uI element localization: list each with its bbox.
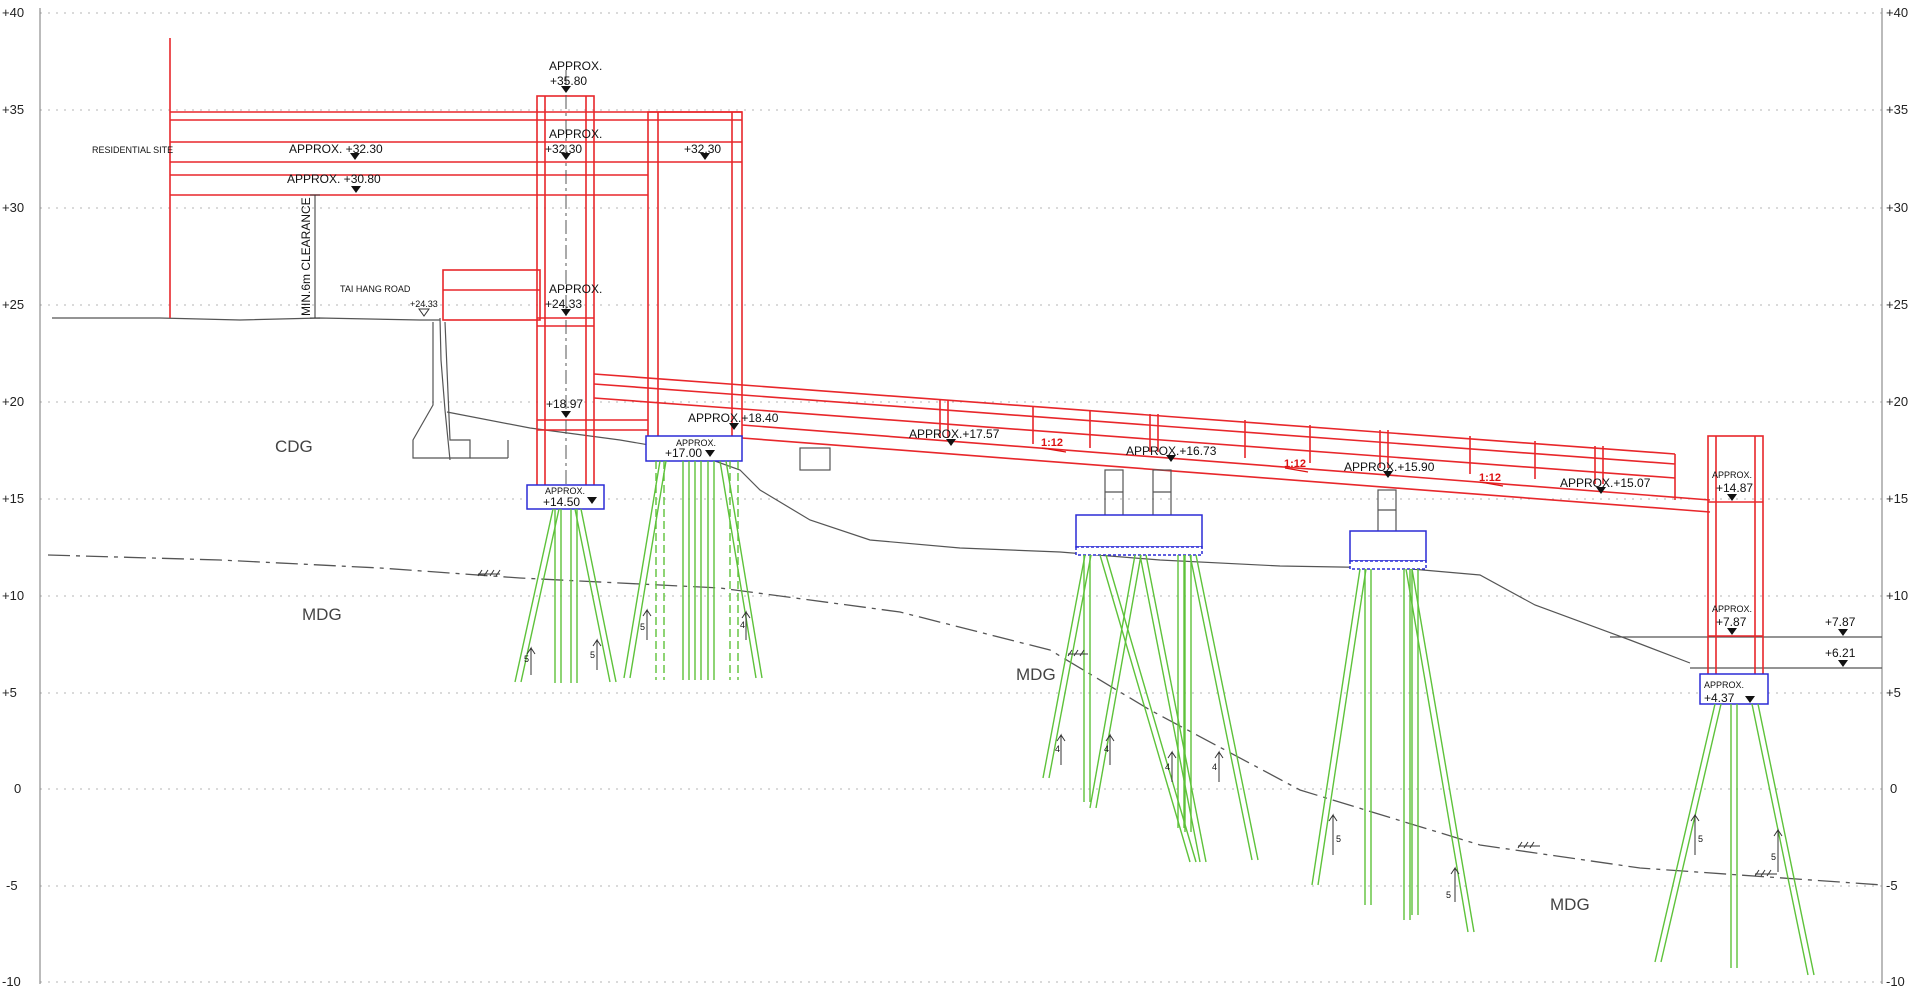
pile-caps bbox=[526, 435, 1769, 705]
pile-mark-label: 5 bbox=[640, 622, 645, 632]
pile-mark-label: 5 bbox=[1771, 852, 1776, 862]
level-label: +18.97 bbox=[546, 397, 583, 411]
y-tick-right: +40 bbox=[1886, 5, 1908, 20]
clearance-label: MIN.6m CLEARANCE bbox=[299, 197, 313, 316]
retaining-wall bbox=[412, 321, 831, 471]
level-label: APPROX. +32.30 bbox=[289, 142, 383, 156]
pile-marks bbox=[526, 608, 1783, 902]
mdg-label-right: MDG bbox=[1550, 895, 1590, 914]
level-label: APPROX.+15.90 bbox=[1344, 460, 1435, 474]
level-label: APPROX.+18.40 bbox=[688, 411, 779, 425]
y-tick-left: +10 bbox=[2, 588, 24, 603]
y-tick-left: -10 bbox=[2, 974, 21, 989]
level-label: APPROX. +30.80 bbox=[287, 172, 381, 186]
y-tick-left: +40 bbox=[2, 5, 24, 20]
y-tick-right: +15 bbox=[1886, 491, 1908, 506]
slope-label: 1:12 bbox=[1479, 472, 1501, 484]
mdg-label-mid: MDG bbox=[1016, 665, 1056, 684]
y-tick-left: -5 bbox=[6, 878, 18, 893]
annotations: RESIDENTIAL SITE TAI HANG ROAD CDG MDG M… bbox=[92, 59, 1856, 914]
mdg-label-left: MDG bbox=[302, 605, 342, 624]
residential-site-label: RESIDENTIAL SITE bbox=[92, 145, 173, 155]
y-tick-left: +15 bbox=[2, 491, 24, 506]
level-markers bbox=[350, 86, 1848, 703]
slope-label: 1:12 bbox=[1284, 458, 1306, 470]
pile-mark-label: 5 bbox=[1336, 834, 1341, 844]
pile-mark-label: 5 bbox=[1698, 834, 1703, 844]
y-tick-left: +20 bbox=[2, 394, 24, 409]
pile-mark-labels: 5 5 5 4 4 4 4 4 5 5 5 5 bbox=[524, 620, 1776, 900]
level-label: +7.87 bbox=[1716, 615, 1747, 629]
level-label: APPROX. bbox=[545, 486, 585, 496]
rock-head-line bbox=[47, 554, 1883, 886]
level-label: +24.33 bbox=[545, 297, 582, 311]
y-tick-left: +30 bbox=[2, 200, 24, 215]
right-axis: +40 +35 +30 +25 +20 +15 +10 +5 0 -5 -10 bbox=[1886, 5, 1908, 989]
axis-frame bbox=[39, 8, 1883, 984]
slope-label: 1:12 bbox=[1041, 437, 1063, 449]
level-label: +6.21 bbox=[1825, 646, 1856, 660]
pile-mark-label: 5 bbox=[1446, 890, 1451, 900]
level-label: +14.50 bbox=[543, 495, 580, 509]
y-tick-right: -5 bbox=[1886, 878, 1898, 893]
pile-mark-label: 4 bbox=[1212, 762, 1217, 772]
level-label: APPROX.+16.73 bbox=[1126, 444, 1217, 458]
clearance-dimension bbox=[310, 194, 320, 319]
slope-arrows bbox=[1041, 447, 1504, 487]
pile-mark-label: 4 bbox=[1055, 744, 1060, 754]
y-tick-right: +20 bbox=[1886, 394, 1908, 409]
cdg-label: CDG bbox=[275, 437, 313, 456]
y-tick-right: +25 bbox=[1886, 297, 1908, 312]
level-label: APPROX.+17.57 bbox=[909, 427, 1000, 441]
y-tick-right: +30 bbox=[1886, 200, 1908, 215]
y-tick-left: 0 bbox=[14, 781, 21, 796]
level-label: APPROX. bbox=[1704, 680, 1744, 690]
footbridge-structure bbox=[169, 38, 1764, 677]
level-label: +17.00 bbox=[665, 446, 702, 460]
pile-mark-label: 4 bbox=[1104, 744, 1109, 754]
pile-mark-label: 4 bbox=[740, 620, 745, 630]
tai-hang-road-label: TAI HANG ROAD bbox=[340, 284, 411, 294]
road-level-marker bbox=[418, 308, 430, 317]
level-label: +7.87 bbox=[1825, 615, 1856, 629]
left-axis: +40 +35 +30 +25 +20 +15 +10 +5 0 -5 -10 bbox=[2, 5, 24, 989]
level-label: APPROX. bbox=[1712, 470, 1752, 480]
pile-mark-label: 5 bbox=[590, 650, 595, 660]
piles bbox=[514, 460, 1815, 976]
y-tick-left: +25 bbox=[2, 297, 24, 312]
level-label: +4.37 bbox=[1704, 691, 1735, 705]
y-tick-right: 0 bbox=[1890, 781, 1897, 796]
y-tick-right: -10 bbox=[1886, 974, 1905, 989]
pile-mark-label: 5 bbox=[524, 654, 529, 664]
y-tick-right: +35 bbox=[1886, 102, 1908, 117]
y-tick-right: +10 bbox=[1886, 588, 1908, 603]
level-label: +32.30 bbox=[545, 142, 582, 156]
level-label: +32.30 bbox=[684, 142, 721, 156]
road-level-label: +24.33 bbox=[410, 299, 438, 309]
level-label: APPROX.+15.07 bbox=[1560, 476, 1651, 490]
level-label: APPROX. bbox=[549, 59, 602, 73]
level-label: +35.80 bbox=[550, 74, 587, 88]
level-label: APPROX. bbox=[676, 438, 716, 448]
level-label: +14.87 bbox=[1716, 481, 1753, 495]
pile-mark-label: 4 bbox=[1165, 762, 1170, 772]
y-tick-left: +35 bbox=[2, 102, 24, 117]
y-tick-left: +5 bbox=[2, 685, 17, 700]
level-label: APPROX. bbox=[549, 127, 602, 141]
rock-hatch bbox=[477, 569, 1777, 877]
y-tick-right: +5 bbox=[1886, 685, 1901, 700]
level-label: APPROX. bbox=[1712, 604, 1752, 614]
level-label: APPROX. bbox=[549, 282, 602, 296]
elevation-grid bbox=[40, 12, 1882, 983]
